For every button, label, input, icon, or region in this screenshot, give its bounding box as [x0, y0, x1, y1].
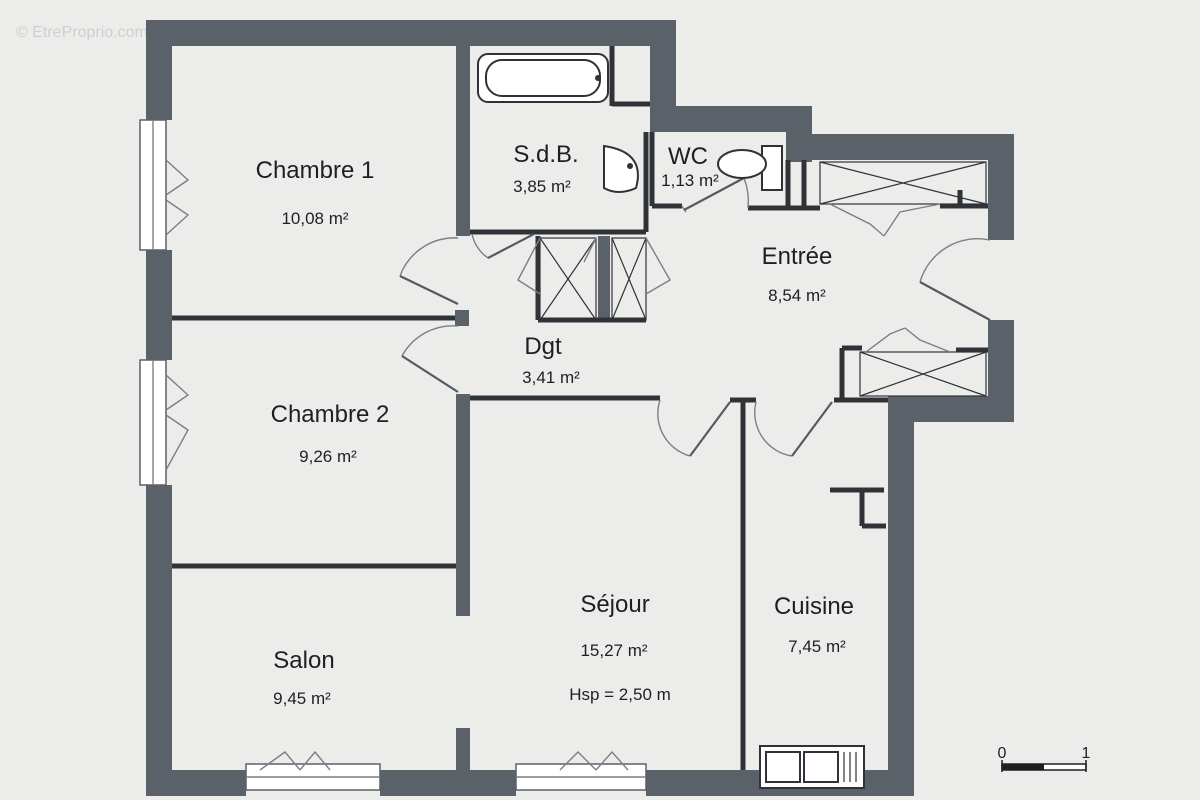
room-name-entree: Entrée [762, 243, 833, 270]
room-area-entree: 8,54 m² [768, 286, 826, 305]
sink-sdb [603, 144, 639, 193]
doors [399, 177, 991, 457]
door-cuisine [754, 401, 793, 457]
room-area-salon: 9,45 m² [273, 689, 331, 708]
room-area-wc: 1,13 m² [661, 171, 719, 190]
room-area-sejour: 15,27 m² [580, 641, 647, 660]
wall-closet-divider [598, 236, 610, 322]
scale-start-label: 0 [998, 745, 1007, 762]
room-height-sejour: Hsp = 2,50 m [569, 685, 671, 704]
closet-entree [819, 161, 987, 205]
interior-walls [172, 46, 988, 770]
room-name-dgt: Dgt [524, 333, 562, 360]
closet-b [611, 237, 647, 321]
wall-right-2 [988, 320, 1014, 400]
windows [139, 119, 647, 791]
wall-salon-post [456, 728, 470, 770]
tub-drain-icon [595, 75, 601, 81]
wall-top-mid [650, 106, 810, 132]
door-sejour [657, 399, 691, 457]
wall-top-left [146, 20, 676, 46]
room-name-chambre2: Chambre 2 [271, 401, 390, 428]
closets [517, 161, 987, 397]
room-name-wc: WC [668, 143, 708, 170]
room-area-cuisine: 7,45 m² [788, 637, 846, 656]
wall-right-1 [988, 134, 1014, 240]
closet-a [539, 237, 597, 321]
wall-bottom-2 [380, 770, 516, 796]
room-area-sdb: 3,85 m² [513, 177, 571, 196]
wall-top-right [786, 134, 1014, 160]
toilet-bowl [717, 149, 767, 179]
door-chambre2 [401, 325, 459, 357]
watermark: © EtreProprio.com [16, 24, 148, 41]
wall-left-1 [146, 20, 172, 120]
room-name-chambre1: Chambre 1 [256, 157, 375, 184]
fixtures [477, 53, 865, 789]
scale-bar: 0 1 [998, 745, 1091, 772]
wall-left-2 [146, 250, 172, 360]
wall-left-3 [146, 485, 172, 795]
room-labels: Chambre 1 10,08 m² S.d.B. 3,85 m² WC 1,1… [256, 141, 854, 708]
wall-chambre2-sejour [456, 394, 470, 616]
wall-bottom-1 [146, 770, 246, 796]
room-name-cuisine: Cuisine [774, 593, 854, 620]
room-name-sejour: Séjour [580, 591, 649, 618]
closet-entree-2 [859, 351, 987, 397]
door-sdb [471, 233, 489, 259]
room-area-dgt: 3,41 m² [522, 368, 580, 387]
wall-right-3 [888, 396, 914, 796]
wall-chambre1-sdb [456, 46, 470, 236]
room-name-sdb: S.d.B. [513, 141, 578, 168]
door-entrance [919, 238, 991, 283]
door-chambre1 [399, 237, 459, 277]
wall-post [455, 310, 469, 326]
room-area-chambre1: 10,08 m² [281, 209, 348, 228]
room-name-salon: Salon [273, 647, 334, 674]
scale-end-label: 1 [1082, 745, 1091, 762]
room-area-chambre2: 9,26 m² [299, 447, 357, 466]
